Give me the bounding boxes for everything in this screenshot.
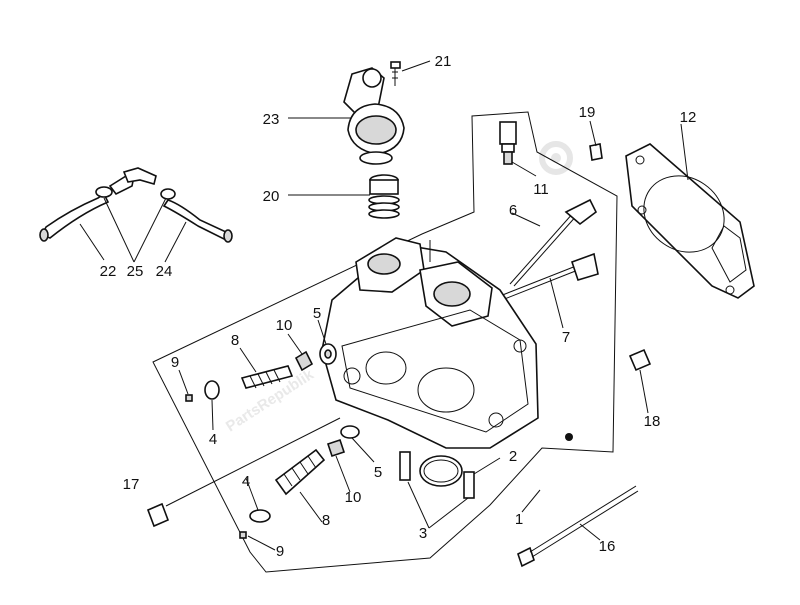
callout-10-upper: 10 bbox=[276, 317, 293, 334]
valve-7 bbox=[499, 252, 599, 301]
collet-9-lower bbox=[239, 531, 247, 539]
stud-bolt-16 bbox=[517, 485, 639, 568]
callout-22: 22 bbox=[100, 263, 117, 280]
callout-2: 2 bbox=[509, 448, 517, 465]
callout-3: 3 bbox=[419, 525, 427, 542]
callout-8-lower: 8 bbox=[322, 512, 330, 529]
callout-7: 7 bbox=[562, 329, 570, 346]
callout-6: 6 bbox=[509, 202, 517, 219]
callout-labels: 21 23 20 19 12 11 6 7 22 25 24 10 5 8 9 … bbox=[100, 53, 697, 560]
valve-seal-10-lower bbox=[326, 438, 346, 458]
head-gasket-12 bbox=[625, 143, 755, 299]
callout-11: 11 bbox=[533, 181, 549, 198]
callout-18: 18 bbox=[644, 413, 661, 430]
dowel-3-right bbox=[463, 471, 475, 499]
callout-9-lower: 9 bbox=[276, 543, 284, 560]
callout-12: 12 bbox=[680, 109, 697, 126]
temperature-sensor-11 bbox=[499, 121, 517, 165]
callout-8-upper: 8 bbox=[231, 332, 239, 349]
leader-dot bbox=[565, 433, 573, 441]
plug-17 bbox=[146, 417, 341, 528]
thermostat-housing-23 bbox=[343, 67, 405, 165]
leader-lines bbox=[79, 60, 689, 551]
callout-5-lower: 5 bbox=[374, 464, 382, 481]
washer-5-lower bbox=[340, 425, 360, 439]
callout-23: 23 bbox=[263, 111, 280, 128]
dowel-3-left bbox=[399, 451, 411, 481]
spring-8-upper bbox=[240, 365, 294, 389]
washer-5-upper bbox=[319, 343, 337, 365]
callout-16: 16 bbox=[599, 538, 616, 555]
assembly-outline bbox=[152, 111, 618, 573]
o-ring-2 bbox=[419, 455, 463, 487]
spring-8-lower bbox=[274, 448, 326, 496]
valve-seal-10-upper bbox=[294, 350, 314, 372]
thermostat-20 bbox=[368, 174, 400, 219]
retainer-4-lower bbox=[249, 509, 271, 523]
screw-21 bbox=[390, 61, 401, 86]
callout-4-upper: 4 bbox=[209, 431, 217, 448]
bushing-19 bbox=[589, 143, 603, 161]
callout-17: 17 bbox=[123, 476, 140, 493]
hose-assembly bbox=[39, 167, 233, 243]
callout-21: 21 bbox=[435, 53, 452, 70]
callout-10-lower: 10 bbox=[345, 489, 362, 506]
callout-5-upper: 5 bbox=[313, 305, 321, 322]
callout-19: 19 bbox=[579, 104, 596, 121]
callout-25: 25 bbox=[127, 263, 144, 280]
callout-1: 1 bbox=[515, 511, 523, 528]
callout-24: 24 bbox=[156, 263, 173, 280]
dowel-18 bbox=[628, 348, 652, 372]
retainer-4-upper bbox=[204, 380, 220, 400]
cylinder-head bbox=[321, 237, 539, 449]
callout-9-upper: 9 bbox=[171, 354, 179, 371]
callout-4-lower: 4 bbox=[242, 473, 250, 490]
collet-9-upper bbox=[185, 394, 193, 402]
valve-6 bbox=[509, 198, 598, 287]
watermark-gear-icon bbox=[539, 141, 573, 175]
callout-20: 20 bbox=[263, 188, 280, 205]
